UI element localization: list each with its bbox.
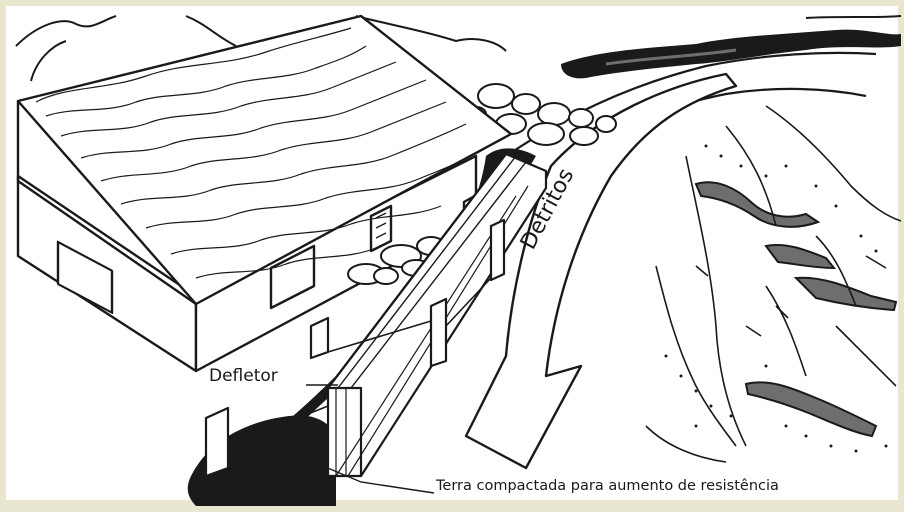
compacted-earth-leader: [310, 460, 435, 494]
debris-flow-arrow: [464, 72, 738, 470]
rock-pile-top: [465, 83, 617, 146]
hill-background: [15, 15, 507, 82]
deflector-label: Defletor: [207, 366, 280, 386]
roof-texture: [35, 27, 487, 279]
deflector-wall: [204, 152, 548, 478]
debris-flow-deflector-illustration: [15, 14, 902, 506]
cliff-face: [645, 105, 902, 463]
mountain-ridge: [561, 15, 902, 79]
label-leader-lines: [306, 384, 435, 494]
compacted-earth-label: Terra compactada para aumento de resistê…: [434, 478, 781, 494]
